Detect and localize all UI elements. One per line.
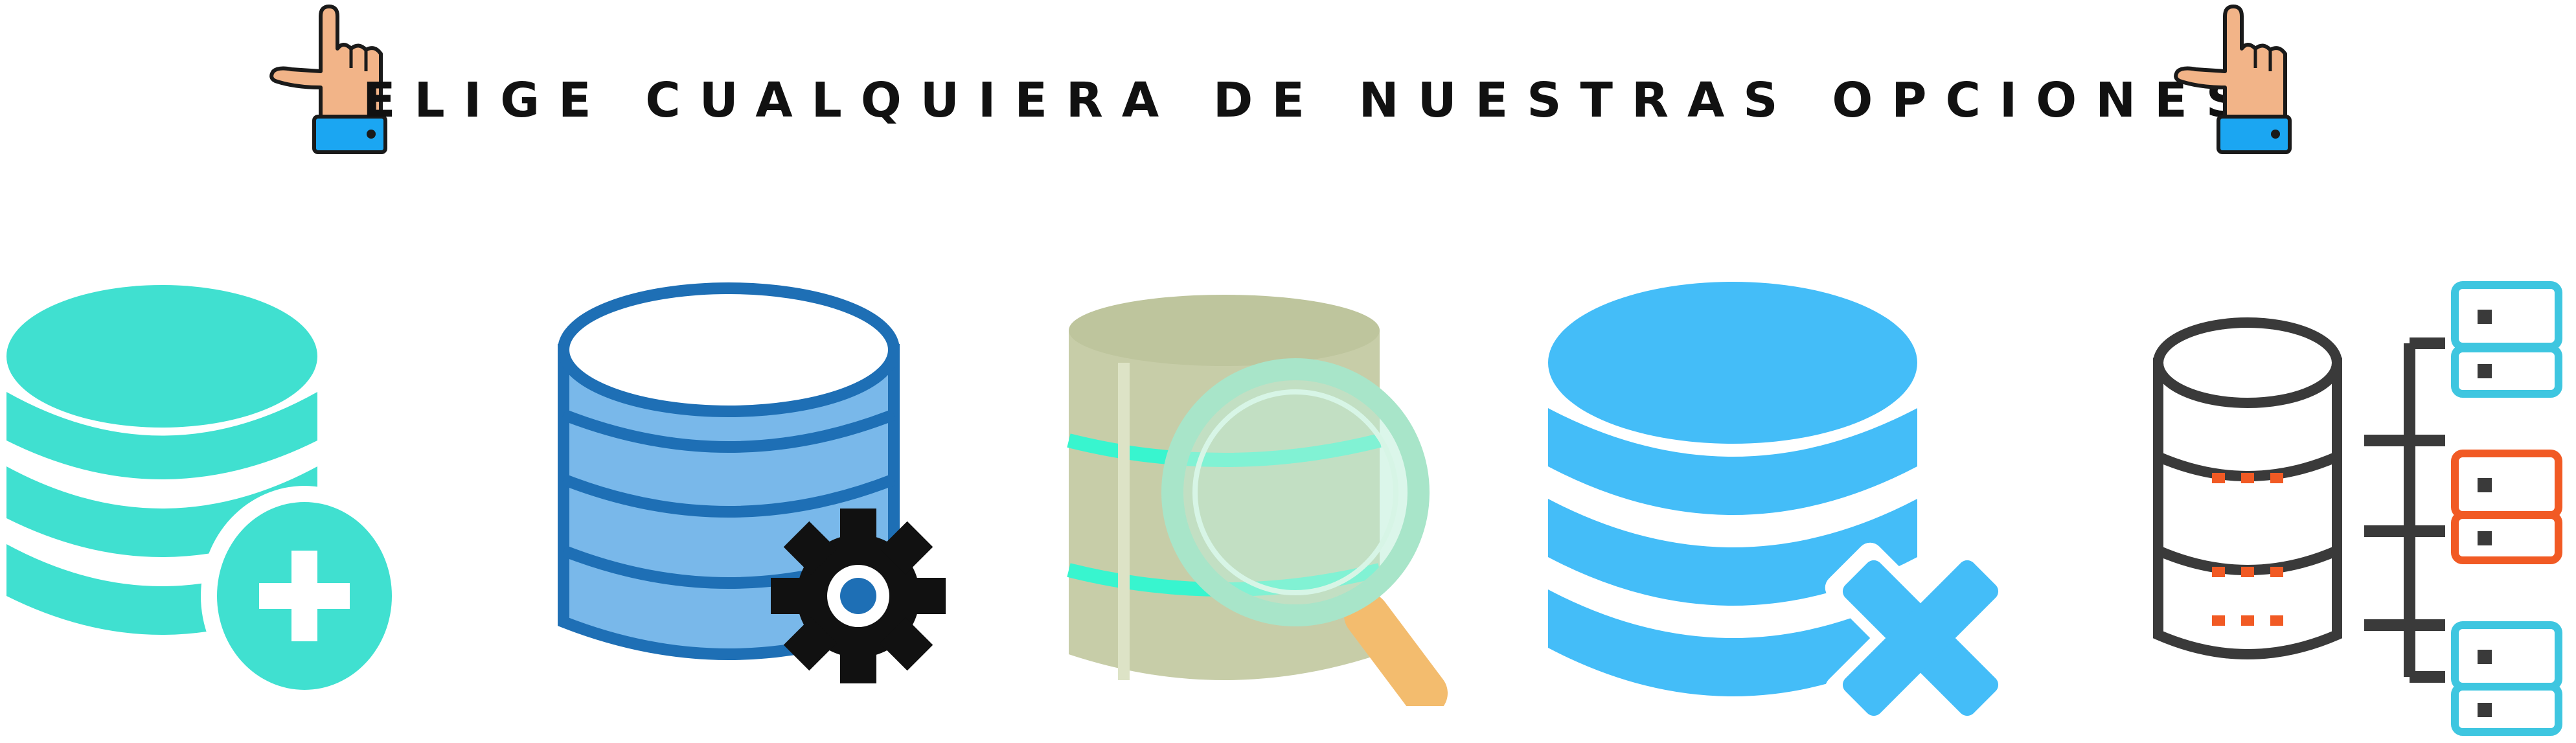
pointing-hand-icon <box>2170 3 2293 159</box>
header: ELIGE CUALQUIERA DE NUESTRAS OPCIONES <box>0 0 2576 168</box>
database-add-icon[interactable] <box>0 272 402 713</box>
page-title: ELIGE CUALQUIERA DE NUESTRAS OPCIONES <box>363 73 2259 128</box>
database-delete-icon[interactable] <box>1548 272 2027 743</box>
pointing-hand-icon <box>266 3 389 159</box>
database-search-icon[interactable] <box>1062 291 1477 706</box>
database-distributed-icon[interactable] <box>2150 272 2576 743</box>
database-settings-icon[interactable] <box>551 272 952 713</box>
